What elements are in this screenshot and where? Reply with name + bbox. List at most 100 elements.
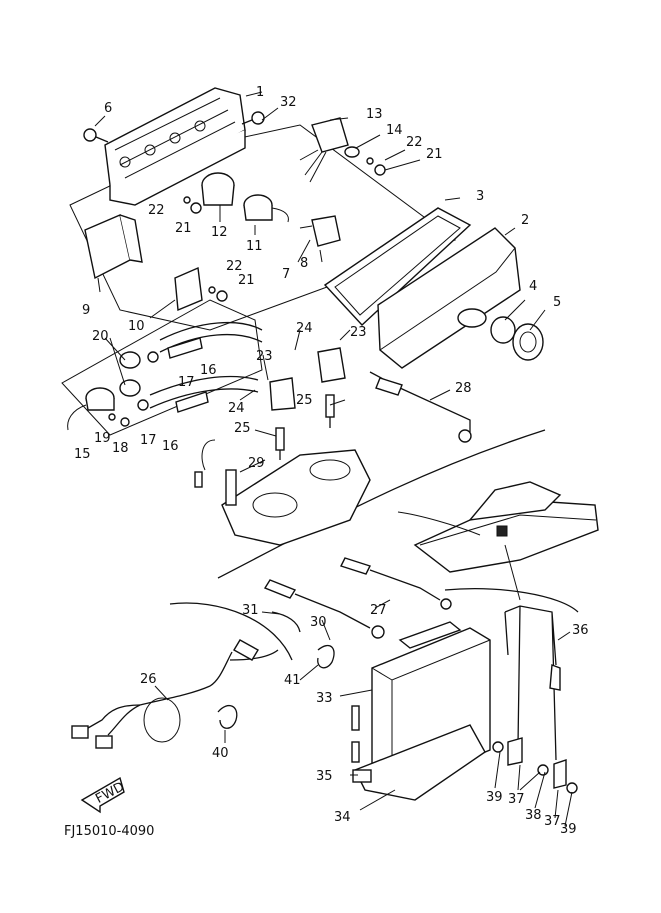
callout-11: 11 <box>246 239 263 254</box>
gasket-part-3 <box>323 207 472 326</box>
bolt-part-32 <box>241 111 265 125</box>
callout-12: 12 <box>211 225 228 240</box>
spark-plug-part-25a <box>325 394 335 428</box>
cable-part-27 <box>340 557 452 610</box>
forward-arrow-icon: FWD <box>80 776 127 814</box>
callout-31: 31 <box>242 603 259 618</box>
rectifier-part-10 <box>174 266 203 312</box>
washer-part-19 <box>108 413 116 421</box>
cap-part-14 <box>344 146 360 158</box>
nut-part-39b <box>566 782 578 794</box>
callout-2: 2 <box>521 213 529 228</box>
callout-10: 10 <box>128 319 145 334</box>
callout-4: 4 <box>529 279 537 294</box>
hose-part-16 <box>149 322 263 413</box>
leader-lines <box>94 91 573 827</box>
callout-23a: 23 <box>350 325 367 340</box>
callout-9: 9 <box>82 303 90 318</box>
callout-27: 27 <box>370 603 387 618</box>
bolt-part-38 <box>537 764 549 776</box>
callout-17a: 17 <box>178 375 195 390</box>
bolt-part-6 <box>83 128 109 143</box>
callout-7: 7 <box>282 267 290 282</box>
sensor-part-29 <box>194 439 237 506</box>
spacer-strip-a <box>351 705 360 731</box>
callout-3: 3 <box>476 189 484 204</box>
callout-26: 26 <box>140 672 157 687</box>
callout-21b: 21 <box>175 221 192 236</box>
electrical-box-cover-part-1 <box>104 87 246 206</box>
callout-39b: 39 <box>560 822 577 837</box>
connector-part-13 <box>299 117 349 183</box>
callout-28: 28 <box>455 381 472 396</box>
callout-21c: 21 <box>238 273 255 288</box>
ignition-coil-part-20 <box>119 351 141 397</box>
callout-labels: 1 32 6 13 14 22 21 3 2 4 5 22 21 12 11 8… <box>74 85 589 837</box>
callout-32: 32 <box>280 95 297 110</box>
nut-part-39a <box>492 741 504 753</box>
callout-16a: 16 <box>200 363 217 378</box>
band-part-40 <box>217 704 238 729</box>
callout-40: 40 <box>212 746 229 761</box>
bracket-part-37 <box>507 737 567 789</box>
clamp-part-17a <box>147 351 159 363</box>
section-divider-right <box>444 588 579 613</box>
wire-harness-part-26 <box>71 639 279 749</box>
callout-39a: 39 <box>486 790 503 805</box>
callout-24b: 24 <box>228 401 245 416</box>
screw-part-18 <box>120 417 130 427</box>
section-divider-upper <box>217 429 546 579</box>
cable-part-28 <box>369 371 472 443</box>
screw-washer-set-upper <box>183 157 386 302</box>
spacer-strip-b <box>351 741 360 763</box>
callout-23b: 23 <box>256 349 273 364</box>
callout-35: 35 <box>316 769 333 784</box>
callout-19: 19 <box>94 431 111 446</box>
callout-22b: 22 <box>148 203 165 218</box>
leader-callout-craft-2 <box>504 544 521 601</box>
fuse-holder-part-7-8 <box>299 215 341 247</box>
band-part-31 <box>271 611 301 633</box>
callout-17b: 17 <box>140 433 157 448</box>
callout-25b: 25 <box>234 421 251 436</box>
callout-41: 41 <box>284 673 301 688</box>
lower-box-outline <box>61 299 263 436</box>
callout-36: 36 <box>572 623 589 638</box>
starter-relay-part-12 <box>201 172 235 206</box>
coil-part-15 <box>67 387 115 431</box>
callout-37b: 37 <box>544 814 561 829</box>
battery-tray-part-34 <box>354 724 486 801</box>
coil-part-11 <box>243 194 289 223</box>
plug-cap-part-23 <box>269 347 346 411</box>
head-cover-part-2 <box>377 227 521 369</box>
callout-5: 5 <box>553 295 561 310</box>
callout-8: 8 <box>300 256 308 271</box>
callout-1: 1 <box>256 85 264 100</box>
section-divider-left <box>169 602 293 661</box>
callout-34: 34 <box>334 810 351 825</box>
o-ring-part-4 <box>490 316 516 344</box>
diagram-code: FJ15010-4090 <box>64 824 154 839</box>
callout-30: 30 <box>310 615 327 630</box>
callout-25a: 25 <box>296 393 313 408</box>
callout-38: 38 <box>525 808 542 823</box>
callout-33: 33 <box>316 691 333 706</box>
callout-22a: 22 <box>406 135 423 150</box>
battery-band-part-36 <box>504 605 561 761</box>
watercraft-illustration <box>413 481 599 573</box>
cylinder-head <box>221 449 371 546</box>
cdi-unit-part-9 <box>84 214 143 280</box>
pad-part-35 <box>352 769 372 783</box>
clamp-part-17b <box>137 399 149 411</box>
callout-18: 18 <box>112 441 129 456</box>
callout-37a: 37 <box>508 792 525 807</box>
callout-13: 13 <box>366 107 383 122</box>
leader-callout-craft <box>397 511 481 536</box>
callout-20: 20 <box>92 329 109 344</box>
callout-24a: 24 <box>296 321 313 336</box>
callout-15: 15 <box>74 447 91 462</box>
spark-plug-part-25b <box>275 427 285 460</box>
cable-part-30 <box>263 579 385 639</box>
band-part-41 <box>317 645 335 669</box>
